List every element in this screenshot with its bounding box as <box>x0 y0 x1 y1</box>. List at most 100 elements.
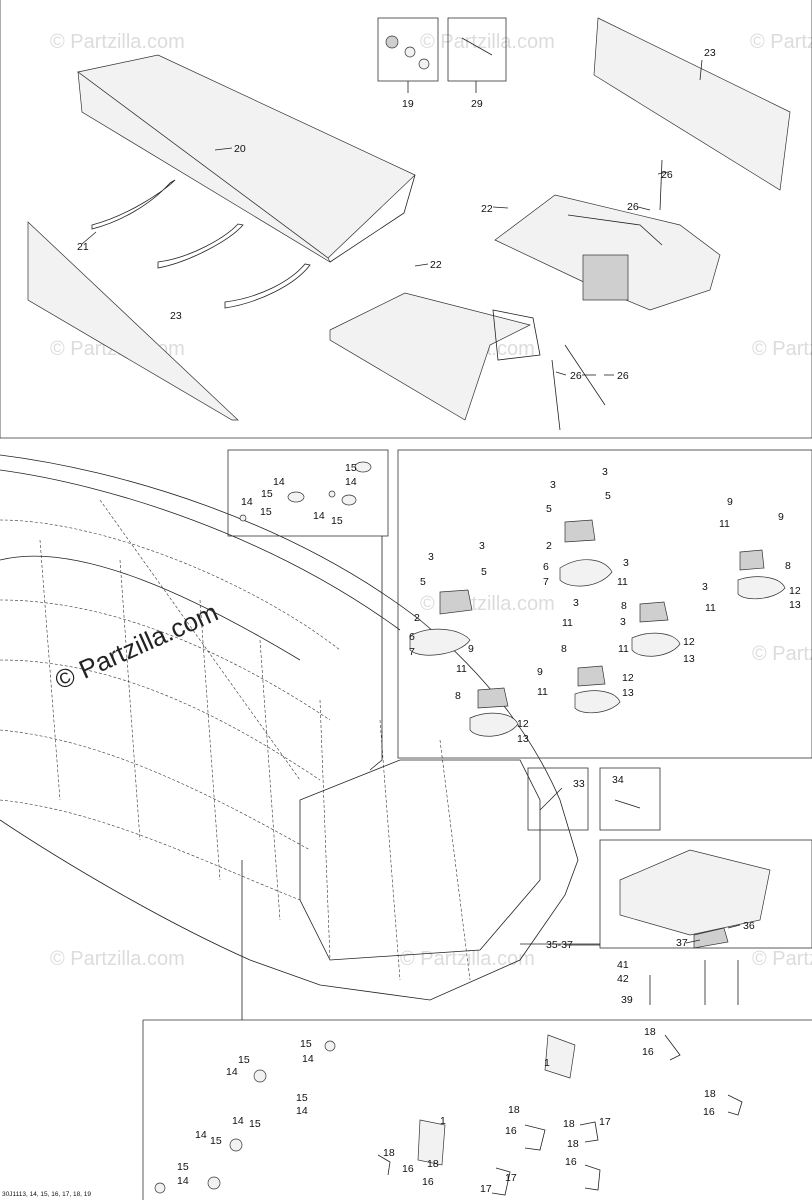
callout-label: 6 <box>409 631 415 643</box>
callout-label: 5 <box>420 576 426 588</box>
callout-label: 15 <box>300 1038 312 1050</box>
callout-label: 3 <box>428 551 434 563</box>
callout-label: 22 <box>430 259 442 271</box>
callout-label: 16 <box>505 1125 517 1137</box>
callout-label: 37 <box>676 937 688 949</box>
callout-label: 15 <box>260 506 272 518</box>
drawing-code: 30J1113, 14, 15, 16, 17, 18, 19 <box>2 1191 91 1198</box>
callout-label: 13 <box>789 599 801 611</box>
callout-label: 18 <box>427 1158 439 1170</box>
callout-label: 3 <box>573 597 579 609</box>
callout-label: 16 <box>402 1163 414 1175</box>
inset-33 <box>527 767 589 831</box>
callout-label: 18 <box>644 1026 656 1038</box>
callout-label: 26 <box>627 201 639 213</box>
inset-19 <box>377 17 439 93</box>
callout-label: 13 <box>622 687 634 699</box>
callout-label: 16 <box>703 1106 715 1118</box>
callout-label: 20 <box>234 143 246 155</box>
callout-label: 13 <box>683 653 695 665</box>
callout-label: 26 <box>570 370 582 382</box>
callout-label: 3 <box>623 557 629 569</box>
callout-label: 14 <box>302 1053 314 1065</box>
callout-label: 6 <box>543 561 549 573</box>
callout-label: 15 <box>331 515 343 527</box>
callout-label: 15 <box>296 1092 308 1104</box>
callout-label: 35-37 <box>546 939 573 951</box>
callout-label: 15 <box>177 1161 189 1173</box>
side-panel-left <box>27 221 239 421</box>
engine-mount-inset <box>397 449 812 759</box>
callout-label: 7 <box>543 576 549 588</box>
callout-label: 18 <box>563 1118 575 1130</box>
callout-label: 8 <box>785 560 791 572</box>
watermark-text: © Partzilla.com <box>752 338 812 360</box>
bottom-section-frame <box>142 860 812 1200</box>
callout-label: 15 <box>249 1118 261 1130</box>
callout-label: 5 <box>605 490 611 502</box>
callout-label: 5 <box>546 503 552 515</box>
callout-label: 11 <box>562 617 573 629</box>
callout-label: 15 <box>261 488 273 500</box>
callout-label: 2 <box>546 540 552 552</box>
hardware-inset <box>227 449 389 771</box>
callout-label: 3 <box>620 616 626 628</box>
callout-label: 11 <box>617 576 628 588</box>
callout-label: 1 <box>440 1115 446 1127</box>
callout-label: 14 <box>177 1175 189 1187</box>
callout-label: 17 <box>599 1116 611 1128</box>
callout-label: 26 <box>661 169 673 181</box>
seal-strips <box>492 159 663 431</box>
callout-label: 7 <box>409 646 415 658</box>
callout-label: 12 <box>517 718 529 730</box>
callout-label: 15 <box>210 1135 222 1147</box>
callout-label: 16 <box>565 1156 577 1168</box>
callout-label: 18 <box>383 1147 395 1159</box>
callout-label: 22 <box>481 203 493 215</box>
callout-label: 2 <box>414 612 420 624</box>
callout-label: 18 <box>704 1088 716 1100</box>
callout-label: 14 <box>313 510 325 522</box>
callout-label: 11 <box>719 518 730 530</box>
callout-label: 12 <box>622 672 634 684</box>
tray-right <box>494 194 721 311</box>
callout-label: 3 <box>550 479 556 491</box>
callout-label: 15 <box>238 1054 250 1066</box>
callout-label: 42 <box>617 973 629 985</box>
callout-label: 3 <box>479 540 485 552</box>
callout-labels: 19 29 23 20 21 23 22 22 26 26 26 26 3 3 … <box>77 47 801 1195</box>
watermark-text: © Partzilla.com <box>420 31 555 53</box>
callout-label: 34 <box>612 774 624 786</box>
callout-label: 16 <box>422 1176 434 1188</box>
bracket-inset <box>520 839 812 1005</box>
callout-label: 14 <box>226 1066 238 1078</box>
bottom-parts <box>154 1034 743 1196</box>
callout-label: 18 <box>508 1104 520 1116</box>
callout-label: 14 <box>195 1129 207 1141</box>
callout-label: 41 <box>617 959 629 971</box>
callout-label: 3 <box>602 466 608 478</box>
top-section-frame <box>0 0 812 439</box>
side-panel-right <box>593 17 791 191</box>
callout-label: 26 <box>617 370 629 382</box>
callout-label: 8 <box>455 690 461 702</box>
tray-center <box>329 292 531 421</box>
callout-label: 14 <box>241 496 253 508</box>
callout-label: 21 <box>77 241 89 253</box>
callout-label: 12 <box>789 585 801 597</box>
callout-label: 18 <box>567 1138 579 1150</box>
callout-label: 9 <box>727 496 733 508</box>
callout-label: 9 <box>468 643 474 655</box>
callout-label: 33 <box>573 778 585 790</box>
callout-label: 15 <box>345 462 357 474</box>
watermark-text: © Partzilla.com <box>50 31 185 53</box>
callout-label: 3 <box>702 581 708 593</box>
callout-label: 23 <box>704 47 716 59</box>
callout-label: 14 <box>232 1115 244 1127</box>
callout-label: 23 <box>170 310 182 322</box>
callout-label: 8 <box>621 600 627 612</box>
callout-label: 9 <box>537 666 543 678</box>
callout-label: 12 <box>683 636 695 648</box>
callout-label: 5 <box>481 566 487 578</box>
